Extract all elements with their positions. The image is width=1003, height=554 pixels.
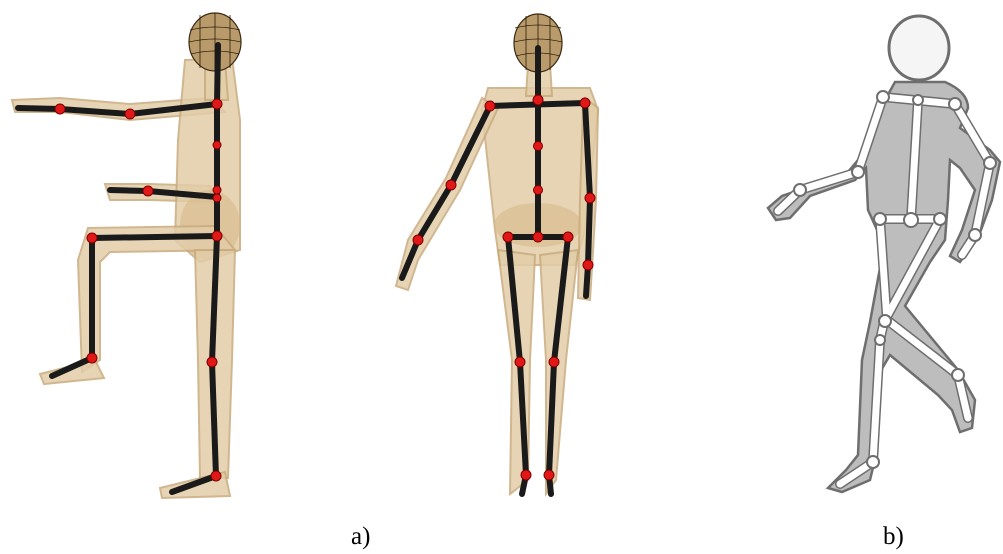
caption-b: b) <box>883 524 904 549</box>
side-view-model <box>12 13 241 498</box>
front-view-model <box>396 14 598 494</box>
silhouette-head <box>889 16 949 80</box>
walking-silhouette <box>768 16 1000 492</box>
caption-a: a) <box>351 524 370 549</box>
